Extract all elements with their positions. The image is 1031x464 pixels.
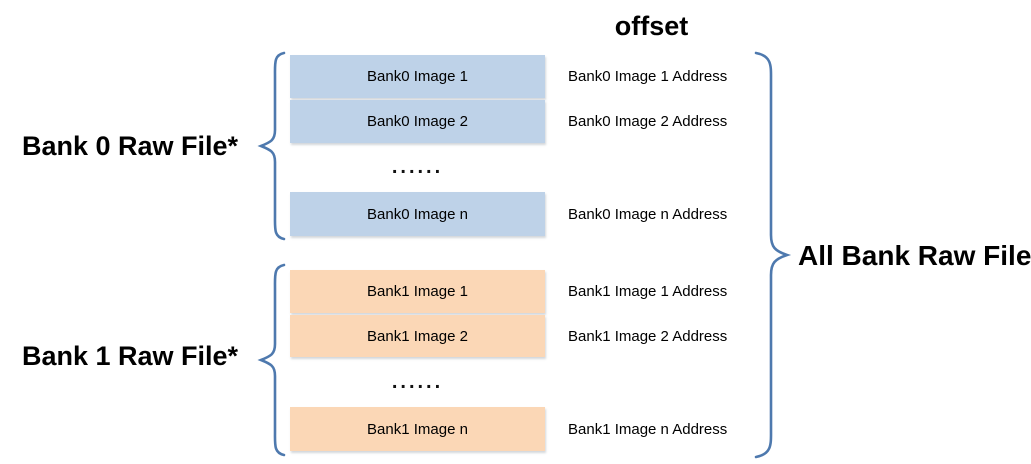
bank1-left-brace-icon [253,262,289,458]
bank0-ellipsis: ...... [391,155,444,178]
all-bank-raw-file-label: All Bank Raw File [798,240,1031,271]
address-label-bank0-image-2: Bank0 Image 2 Address [568,113,728,130]
bank1-ellipsis: ...... [391,370,444,393]
bank0-left-brace-icon [253,50,289,242]
bank1-raw-file-label: Bank 1 Raw File* [21,341,239,371]
address-label-bank0-image-1: Bank0 Image 1 Address [568,68,728,85]
memory-block-bank0-image-n: Bank0 Image n [290,192,545,236]
memory-block-bank1-image-2: Bank1 Image 2 [290,315,545,357]
address-label-bank1-image-2: Bank1 Image 2 Address [568,327,728,345]
memory-block-bank1-image-n: Bank1 Image n [290,407,545,451]
all-bank-right-brace-icon [746,50,794,460]
offset-column-title: offset [614,11,689,41]
address-label-bank1-image-1: Bank1 Image 1 Address [568,283,728,300]
memory-block-bank0-image-1: Bank0 Image 1 [290,55,545,98]
memory-block-bank1-image-1: Bank1 Image 1 [290,270,545,313]
address-label-bank1-image-n: Bank1 Image n Address [568,420,728,438]
bank0-raw-file-label: Bank 0 Raw File* [21,131,239,161]
address-label-bank0-image-n: Bank0 Image n Address [568,205,728,223]
memory-block-bank0-image-2: Bank0 Image 2 [290,100,545,143]
